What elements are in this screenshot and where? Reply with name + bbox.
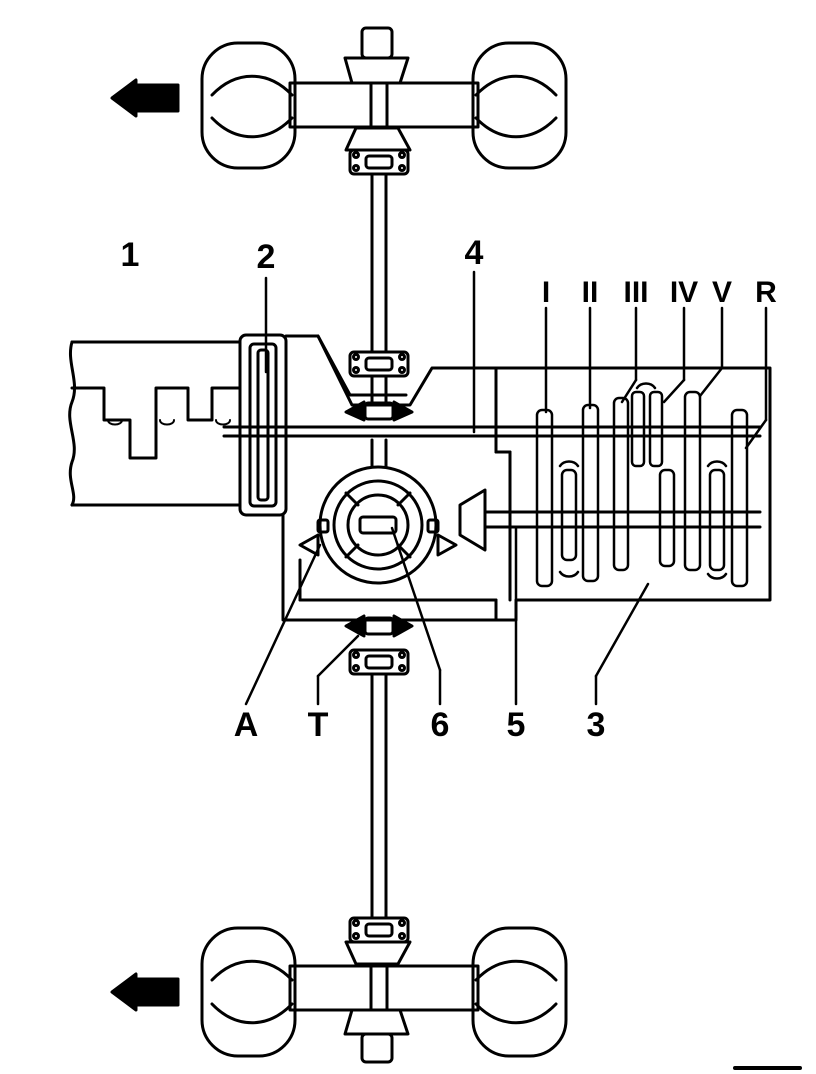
rear-right-wheel	[471, 926, 568, 1058]
rear-drive-shaft	[344, 614, 414, 920]
rear-axle	[200, 916, 568, 1064]
label-gear-5: V	[711, 276, 733, 309]
rear-left-wheel	[200, 926, 297, 1058]
label-a: A	[233, 706, 259, 744]
gear-train	[535, 382, 749, 588]
front-drive-shaft	[348, 172, 410, 404]
rear-direction-arrow	[110, 972, 180, 1012]
label-input-shaft: 4	[464, 234, 484, 272]
label-output-shaft: 5	[506, 706, 526, 744]
front-bevel-gear	[344, 400, 414, 422]
label-gear-reverse: R	[755, 276, 777, 309]
front-right-wheel	[471, 41, 568, 170]
clutch-housing	[238, 333, 288, 517]
label-differential: 6	[430, 706, 450, 744]
output-shaft	[458, 488, 762, 552]
label-gear-4: IV	[669, 276, 699, 309]
front-axle	[200, 26, 568, 176]
input-shaft	[222, 425, 762, 438]
label-transmission: 3	[586, 706, 606, 744]
label-engine: 1	[120, 236, 140, 274]
rear-axle-beam	[288, 964, 480, 1012]
label-t: T	[307, 706, 329, 744]
front-left-wheel	[200, 41, 297, 170]
engine-block	[68, 340, 242, 507]
transaxle-case	[281, 334, 772, 622]
label-gear-3: III	[623, 276, 649, 309]
label-gear-2: II	[581, 276, 599, 309]
leader-lines	[244, 270, 768, 706]
label-gear-1: I	[541, 276, 551, 309]
label-clutch: 2	[256, 238, 276, 276]
differential	[298, 438, 458, 585]
front-direction-arrow	[110, 78, 180, 118]
front-axle-beam	[288, 81, 480, 129]
